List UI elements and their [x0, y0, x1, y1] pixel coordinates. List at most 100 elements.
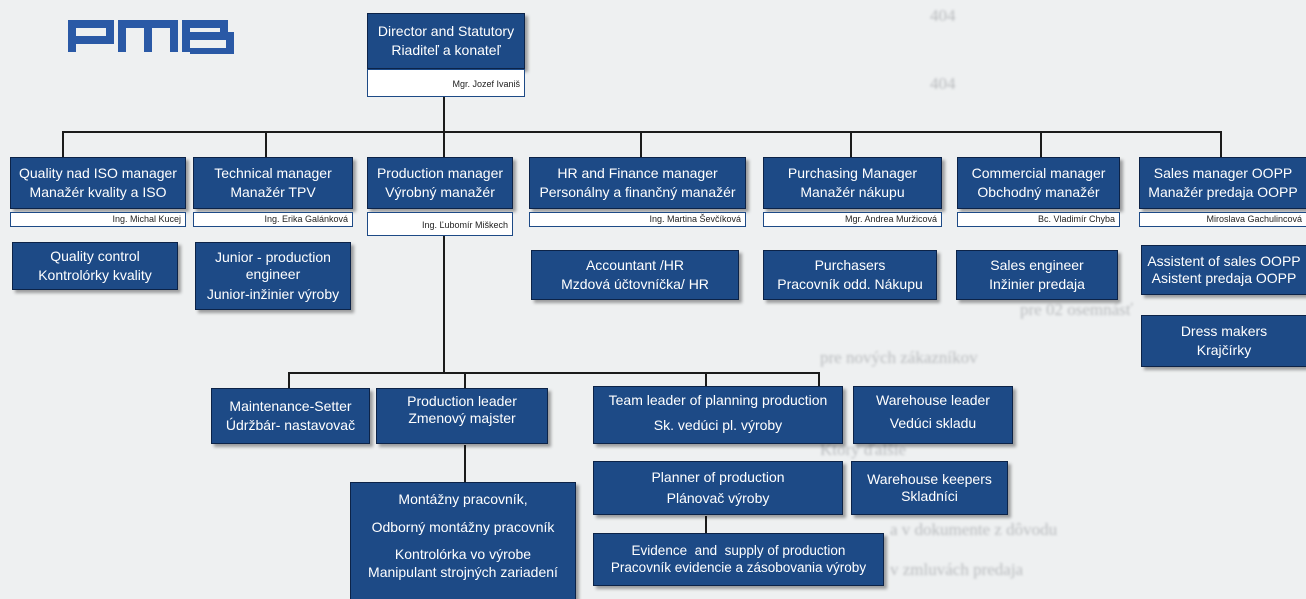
- connector-line: [265, 131, 267, 157]
- planner-box: Planner of production Plánovač výroby: [593, 461, 843, 515]
- manager-title-en: Purchasing Manager: [787, 165, 918, 182]
- warehouse-keepers-en: Warehouse keepers: [867, 470, 992, 487]
- manager-box-commercial: Commercial manager Obchodný manažér: [957, 157, 1120, 209]
- manager-box-quality: Quality nad ISO manager Manažér kvality …: [10, 157, 186, 209]
- production-leader-en: Production leader: [407, 393, 517, 409]
- manager-name-sales: Miroslava Gachulincová: [1139, 212, 1306, 227]
- manager-title-en: Technical manager: [214, 165, 332, 182]
- warehouse-keepers-box: Warehouse keepers Skladníci: [851, 461, 1008, 515]
- manager-title-sk: Personálny a finančný manažér: [539, 184, 736, 200]
- manager-title-en: Commercial manager: [971, 165, 1106, 182]
- quality-control-box: Quality control Kontrolórky kvality: [12, 242, 178, 290]
- background-text: 404: [930, 6, 956, 25]
- assembly-line-2: Odborný montážny pracovník: [371, 518, 555, 535]
- production-leader-sk: Zmenový majster: [408, 409, 516, 426]
- assistant-sk: Asistent predaja OOPP: [1151, 270, 1297, 286]
- junior-sk: Junior-inžinier výroby: [206, 286, 340, 303]
- background-text: v zmluvách predaja: [890, 560, 1024, 579]
- manager-title-en: Production manager: [376, 165, 504, 182]
- dress-makers-box: Dress makers Krajčírky: [1141, 315, 1306, 367]
- assembly-line-1: Montážny pracovník,: [398, 491, 528, 507]
- warehouse-leader-box: Warehouse leader Vedúci skladu: [853, 386, 1013, 444]
- assembly-workers-box: Montážny pracovník, Odborný montážny pra…: [350, 482, 576, 599]
- manager-box-technical: Technical manager Manažér TPV: [193, 157, 353, 209]
- assembly-line-4: Manipulant strojných zariadení: [368, 563, 558, 580]
- connector-line: [288, 372, 820, 374]
- background-text: 404: [930, 74, 956, 93]
- manager-title-sk: Manažér nákupu: [800, 184, 905, 200]
- connector-line: [464, 445, 466, 482]
- manager-box-sales: Sales manager OOPP Manažér predaja OOPP: [1139, 157, 1306, 209]
- pmb-logo: [68, 20, 234, 54]
- manager-title-en: HR and Finance manager: [557, 165, 718, 182]
- warehouse-leader-sk: Vedúci skladu: [889, 414, 977, 431]
- manager-box-production: Production manager Výrobný manažér: [367, 157, 513, 209]
- accountant-box: Accountant /HR Mzdová účtovníčka/ HR: [531, 250, 739, 300]
- accountant-en: Accountant /HR: [585, 257, 685, 274]
- warehouse-leader-en: Warehouse leader: [876, 392, 990, 408]
- connector-line: [705, 372, 707, 388]
- connector-line: [443, 97, 445, 132]
- manager-title-en: Quality nad ISO manager: [19, 165, 177, 182]
- manager-name-quality: Ing. Michal Kucej: [10, 212, 186, 227]
- manager-name-commercial: Bc. Vladimír Chyba: [957, 212, 1120, 227]
- evidence-supply-box: Evidence and supply of production Pracov…: [593, 533, 884, 586]
- connector-line: [705, 516, 707, 533]
- assembly-line-3: Kontrolórka vo výrobe: [394, 546, 532, 562]
- evidence-sk: Pracovník evidencie a zásobovania výroby: [610, 559, 867, 575]
- manager-box-purchasing: Purchasing Manager Manažér nákupu: [763, 157, 942, 209]
- connector-line: [1220, 131, 1222, 157]
- junior-en: Junior - production engineer: [215, 248, 331, 282]
- connector-line: [288, 372, 290, 388]
- sales-assistant-box: Assistent of sales OOPP Asistent predaja…: [1141, 245, 1306, 295]
- manager-title-sk: Výrobný manažér: [385, 184, 495, 200]
- planner-en: Planner of production: [651, 468, 785, 485]
- planner-sk: Plánovač výroby: [666, 490, 770, 506]
- warehouse-keepers-sk: Skladníci: [901, 488, 958, 504]
- background-text: pre 02 osemnásť: [1020, 300, 1134, 319]
- manager-title-en: Sales manager OOPP: [1153, 165, 1293, 182]
- director-box: Director and Statutory Riaditeľ a konate…: [367, 13, 525, 69]
- accountant-sk: Mzdová účtovníčka/ HR: [561, 276, 709, 292]
- quality-control-sk: Kontrolórky kvality: [38, 267, 152, 283]
- maintenance-en: Maintenance-Setter: [229, 398, 352, 415]
- manager-name-production: Ing. Ľubomír Miškech: [367, 212, 513, 236]
- sales-engineer-sk: Inžinier predaja: [989, 276, 1085, 292]
- production-leader-box: Production leader Zmenový majster: [376, 388, 548, 444]
- maintenance-sk: Údržbár- nastavovač: [225, 417, 356, 433]
- connector-line: [443, 131, 445, 157]
- sales-engineer-box: Sales engineer Inžinier predaja: [956, 250, 1118, 300]
- quality-control-en: Quality control: [50, 248, 140, 265]
- manager-name-hr-finance: Ing. Martina Ševčíková: [529, 212, 746, 227]
- purchasers-sk: Pracovník odd. Nákupu: [777, 276, 923, 292]
- junior-engineer-box: Junior - production engineer Junior-inži…: [195, 242, 351, 310]
- connector-line: [640, 131, 642, 157]
- manager-title-sk: Manažér kvality a ISO: [29, 184, 167, 200]
- team-leader-sk: Sk. vedúci pl. výroby: [653, 416, 783, 433]
- connector-line: [443, 236, 445, 373]
- manager-box-hr-finance: HR and Finance manager Personálny a fina…: [529, 157, 746, 209]
- connector-line: [464, 372, 466, 388]
- dress-makers-sk: Krajčírky: [1196, 342, 1252, 358]
- connector-line: [1040, 131, 1042, 157]
- background-text: a v dokumente z dôvodu: [890, 520, 1058, 539]
- manager-title-sk: Manažér predaja OOPP: [1148, 184, 1298, 200]
- team-leader-en: Team leader of planning production: [608, 392, 828, 408]
- purchasers-box: Purchasers Pracovník odd. Nákupu: [763, 250, 937, 300]
- evidence-en: Evidence and supply of production: [631, 543, 846, 559]
- manager-name-technical: Ing. Erika Galánková: [193, 212, 353, 227]
- sales-engineer-en: Sales engineer: [990, 257, 1084, 274]
- director-title-en: Director and Statutory: [377, 23, 515, 40]
- maintenance-box: Maintenance-Setter Údržbár- nastavovač: [211, 388, 370, 444]
- manager-title-sk: Obchodný manažér: [977, 184, 1100, 200]
- connector-line: [62, 131, 1222, 133]
- dress-makers-en: Dress makers: [1180, 323, 1268, 340]
- director-name: Mgr. Jozef Ivaniš: [367, 69, 525, 97]
- connector-line: [818, 372, 820, 388]
- director-title-sk: Riaditeľ a konateľ: [391, 42, 501, 58]
- manager-title-sk: Manažér TPV: [230, 184, 316, 200]
- purchasers-en: Purchasers: [814, 257, 886, 274]
- connector-line: [850, 131, 852, 157]
- manager-name-purchasing: Mgr. Andrea Muržicová: [763, 212, 942, 227]
- background-text: pre nových zákazníkov: [820, 348, 978, 367]
